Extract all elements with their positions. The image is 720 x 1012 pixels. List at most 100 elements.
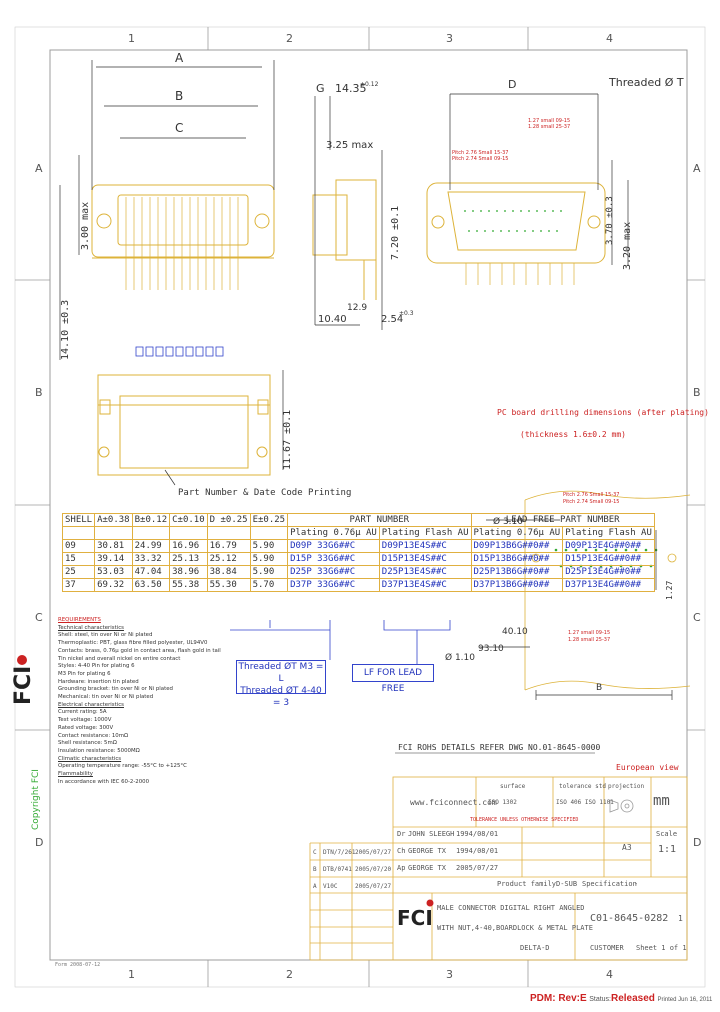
sub-header: Plating 0.76µ AU <box>470 526 564 540</box>
req-line: Contacts: brass, 0.76µ gold in contact a… <box>58 647 221 654</box>
part-number-print-note: Part Number & Date Code Printing <box>178 488 351 498</box>
cell: 30.81 <box>94 539 133 553</box>
status-label: Status: <box>589 996 611 1003</box>
pcb-title: PC board drilling dimensions (after plat… <box>497 408 709 417</box>
tb-tolerance-std: ISO 406 ISO 1101 <box>556 799 614 806</box>
dim-b: B <box>175 89 183 103</box>
row-label-a: A <box>35 162 43 175</box>
tb-spec: Specification <box>582 880 637 888</box>
req-line: Electrical characteristics <box>58 701 124 708</box>
req-line: Shell resistance: 5mΩ <box>58 740 117 747</box>
table-header: A±0.38 <box>94 513 133 527</box>
tb-product-family: Product family <box>497 880 556 888</box>
col-label-4b: 4 <box>606 968 613 981</box>
req-line: Tin nickel and overall nickel on entire … <box>58 655 181 662</box>
dim-a: A <box>175 51 184 65</box>
row-label-b-right: B <box>693 386 701 399</box>
part-cell: D09P13E4G##0## <box>562 539 655 553</box>
pcb-d2: Ø 1.10 <box>445 652 475 663</box>
threaded-box: Threaded ØT M3 = L Threaded ØT 4-40 = 3 <box>236 660 326 708</box>
tb-customer: CUSTOMER <box>590 944 625 952</box>
tb-spec-value: - <box>634 880 638 888</box>
sub-header: Plating 0.76µ AU <box>287 526 380 540</box>
requirements-list: REQUIREMENTS Technical characteristics S… <box>58 617 298 786</box>
req-line: Contact resistance: 10mΩ <box>58 732 129 739</box>
date-code-marks <box>135 346 224 357</box>
col-label-1b: 1 <box>128 968 135 981</box>
tb-rev-3-letter: A <box>313 883 317 890</box>
table-header: B±0.12 <box>131 513 171 527</box>
part-cell: D15P13E4S##C <box>378 552 472 566</box>
dim-h-right: 3.20 max <box>622 222 633 270</box>
pcb-pitch-4: 1.28 small 25-37 <box>568 637 610 643</box>
threaded-4-40: Threaded ØT 4-40 = 3 <box>240 686 322 708</box>
side-h-dim: 11.67 ±0.1 <box>282 410 293 470</box>
req-line: Rated voltage: 300V <box>58 724 114 731</box>
shell-cell: 37 <box>61 578 96 592</box>
req-line: M3 Pin for plating 6 <box>58 670 111 677</box>
part-cell: D15P13E4G##0## <box>562 552 655 566</box>
req-line: Hardware: insertion tin plated <box>58 678 139 685</box>
cell: 33.32 <box>131 552 171 566</box>
pitch-note-3: 1.27 small 09-15 <box>528 118 570 124</box>
req-line: Insulation resistance: 5000MΩ <box>58 747 140 754</box>
cell: 24.99 <box>131 539 171 553</box>
cell: 5.90 <box>249 539 289 553</box>
cell: 53.03 <box>94 565 133 579</box>
dim-bottom3: 2.54 <box>381 314 403 325</box>
svg-text:FCI: FCI <box>11 666 36 705</box>
printed-date: Printed Jun 16, 2011 <box>657 997 713 1003</box>
cell: 25.13 <box>169 552 208 566</box>
tb-surface: surface <box>500 783 526 790</box>
cell: 5.90 <box>249 552 289 566</box>
tb-ch-name: GEORGE TX <box>408 847 447 855</box>
pcb-thickness: (thickness 1.6±0.2 mm) <box>520 430 626 439</box>
copyright: Copyright FCI <box>31 769 41 830</box>
pitch-note-1: Pitch 2.76 Small 15-37 <box>452 150 509 156</box>
tb-rev-3-no: V10C <box>323 883 338 890</box>
dim-threaded: Threaded Ø T <box>608 76 684 89</box>
tb-delta: DELTA-D <box>520 944 550 952</box>
dim-w1-tol: ±0.12 <box>360 81 379 88</box>
cell: 16.96 <box>169 539 208 553</box>
cell: 39.14 <box>94 552 133 566</box>
req-line: Grounding bracket: tin over Ni or Ni pla… <box>58 686 173 693</box>
footer-left: Form 2008-07-12 <box>55 962 100 968</box>
pitch-note-2: Pitch 2.74 Small 09-15 <box>452 156 509 162</box>
pcb-pitch-2: Pitch 2.74 Small 09-15 <box>563 499 620 505</box>
cell: 55.38 <box>169 578 208 592</box>
pitch-note-4: 1.28 small 25-37 <box>528 124 570 130</box>
shell-cell: 25 <box>61 565 96 579</box>
part-cell: D37P13B6G##0## <box>470 578 564 592</box>
bottom-view <box>97 374 271 476</box>
row-label-c-right: C <box>693 611 701 624</box>
inner-frame <box>14 26 706 988</box>
tb-website: www.fciconnect.com <box>410 798 497 807</box>
tb-drawing-no: C01-8645-0282 <box>590 913 668 924</box>
tb-product-family-value: D-SUB <box>556 880 577 888</box>
tb-sheet: 1 <box>678 914 683 923</box>
dim-h1: 7.20 ±0.1 <box>390 206 401 260</box>
cell: 5.70 <box>249 578 289 592</box>
sub-header: Plating Flash AU <box>562 526 655 540</box>
tb-ch-role: Ch <box>397 847 405 855</box>
pdm-revision: PDM: Rev:E <box>530 993 587 1004</box>
tb-rev-1-no: DTN/7/261 <box>323 849 356 856</box>
part-number-header: PART NUMBER <box>287 513 472 527</box>
tb-sheet-label: Sheet 1 of 1 <box>636 944 687 952</box>
dim-depth: 14.10 ±0.3 <box>60 300 71 360</box>
col-label-3: 3 <box>446 32 453 45</box>
req-line: Styles: 4-40 Pin for plating 6 <box>58 663 135 670</box>
pcb-pitch-3: 1.27 small 09-15 <box>568 630 610 636</box>
part-cell: D25P13B6G##0## <box>470 565 564 579</box>
shell-cell: 15 <box>61 552 96 566</box>
part-cell: D37P13E4S##C <box>378 578 472 592</box>
tb-tol-note: TOLERANCE UNLESS OTHERWISE SPECIFIED <box>470 817 578 823</box>
part-cell: D25P 33G6##C <box>287 565 380 579</box>
row-label-d: D <box>35 836 43 849</box>
req-line: Flammability <box>58 771 93 778</box>
tb-ap-name: GEORGE TX <box>408 864 447 872</box>
projection-symbol <box>609 799 634 813</box>
